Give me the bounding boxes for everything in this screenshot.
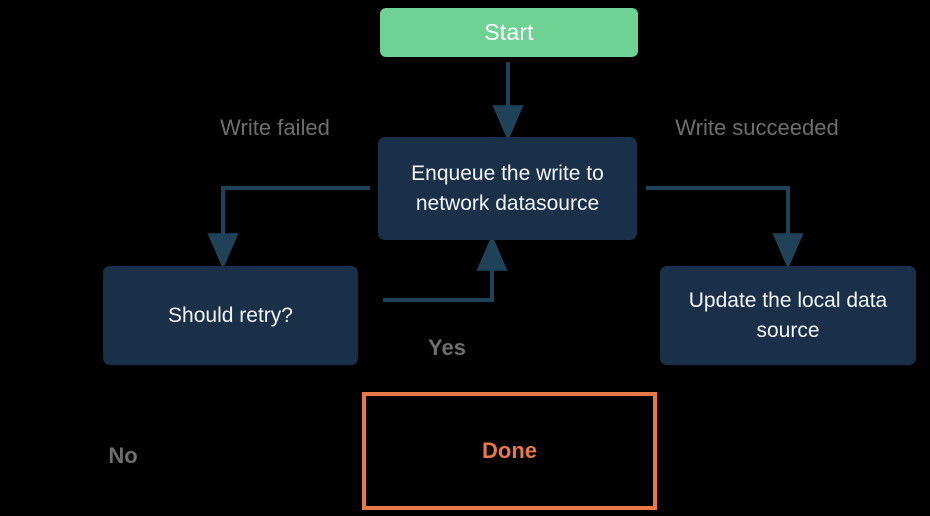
node-should-retry-label: Should retry? bbox=[168, 303, 293, 327]
edge-label-write-failed: Write failed bbox=[220, 115, 330, 140]
edge-label-write-succeeded: Write succeeded bbox=[675, 115, 839, 140]
edge-label-yes: Yes bbox=[428, 335, 466, 360]
node-start-label: Start bbox=[484, 19, 534, 45]
node-update-local-data-source[interactable]: Update the local data source bbox=[660, 266, 916, 365]
node-enqueue-write[interactable]: Enqueue the write to network datasource bbox=[378, 137, 637, 240]
edge-label-no: No bbox=[108, 443, 138, 468]
edge-enqueue-to-update bbox=[646, 186, 804, 270]
node-should-retry[interactable]: Should retry? bbox=[103, 266, 358, 365]
edge-retry-yes-to-enqueue bbox=[383, 234, 508, 302]
node-update-label: Update the local data source bbox=[688, 288, 888, 342]
node-done[interactable]: Done bbox=[362, 392, 657, 510]
edge-enqueue-to-retry bbox=[207, 186, 370, 270]
node-start[interactable]: Start bbox=[380, 8, 638, 57]
node-done-label: Done bbox=[482, 438, 537, 463]
node-enqueue-label: Enqueue the write to network datasource bbox=[411, 161, 604, 215]
